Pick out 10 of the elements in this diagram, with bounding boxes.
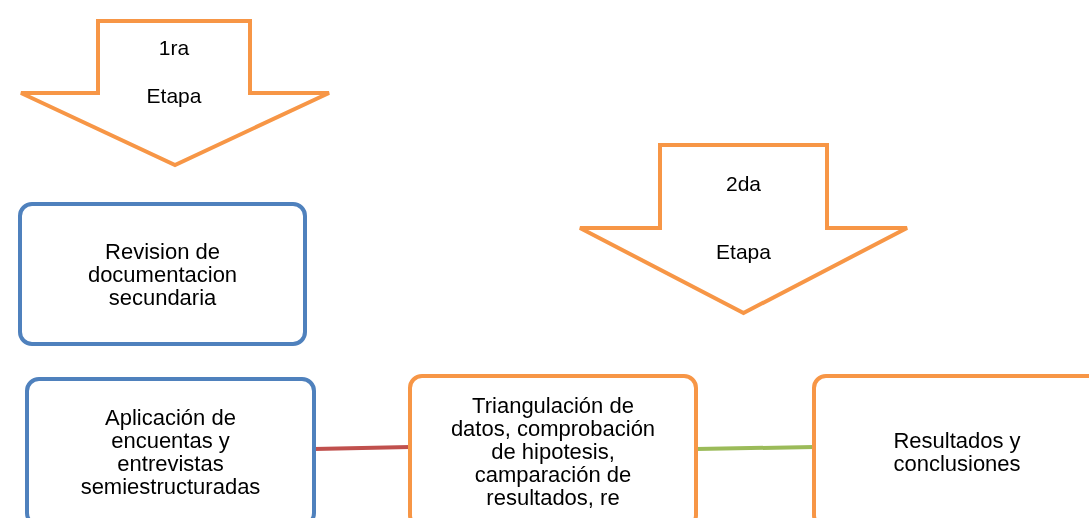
rounded-box bbox=[408, 374, 698, 518]
box-text: Resultados y conclusiones bbox=[892, 428, 1022, 475]
stage-label: 1ra Etapa bbox=[145, 35, 203, 109]
box-text: Aplicación de encuentas y entrevistas semiestructuradas bbox=[79, 406, 262, 498]
box-text: Revision de documentacion secundaria bbox=[86, 239, 239, 309]
rounded-box bbox=[18, 202, 307, 346]
rounded-box bbox=[812, 374, 1089, 518]
box-text: Triangulación de datos, comprobación de hipotesis, camparación de resultados, re bbox=[449, 394, 657, 509]
stage-label: 2da Etapa bbox=[715, 171, 772, 265]
rounded-box bbox=[25, 377, 316, 518]
